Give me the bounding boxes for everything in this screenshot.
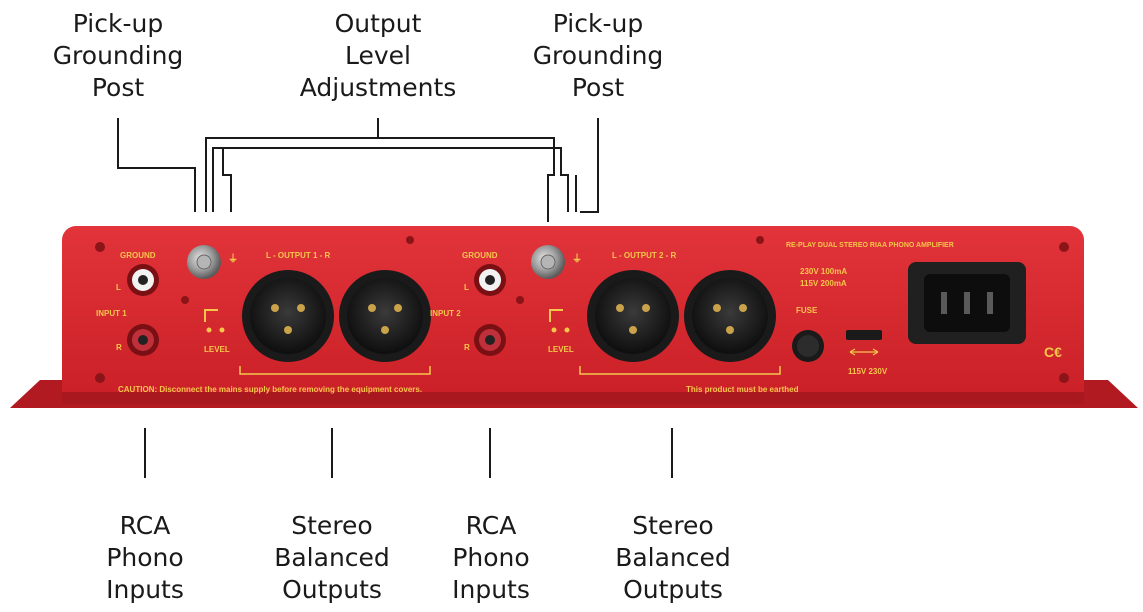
model-label: RE-PLAY DUAL STEREO RIAA PHONO AMPLIFIER (786, 242, 954, 249)
rca-jack-right-top[interactable] (474, 264, 506, 296)
callout-stereo-balanced-outputs-right: Stereo Balanced Outputs (615, 511, 731, 604)
xlr-output-1-right[interactable] (339, 270, 431, 362)
ground-label-right: GROUND (462, 251, 498, 260)
leader-output-level-inner (212, 147, 569, 212)
power-spec-2: 115V 200mA (800, 279, 847, 288)
callout-pickup-grounding-right: Pick-up Grounding Post (532, 9, 664, 102)
panel-screws (95, 236, 1069, 383)
caution-text: CAUTION: Disconnect the mains supply bef… (118, 385, 422, 394)
leader-lines (117, 118, 673, 478)
callout-pickup-grounding-left: Pick-up Grounding Post (52, 9, 184, 102)
fuse-label: FUSE (796, 306, 818, 315)
leader-pickup-right (580, 118, 599, 213)
xlr-output-2-right[interactable] (684, 270, 776, 362)
svg-text:L: L (464, 283, 469, 292)
ground-post-right[interactable] (531, 245, 565, 279)
power-spec-1: 230V 100mA (800, 267, 847, 276)
earthed-text: This product must be earthed (686, 385, 799, 394)
leader-output-level-bracket (205, 118, 555, 212)
input-label-right: INPUT 2 (430, 309, 461, 318)
leader-output-level-right (547, 150, 555, 222)
rca-jack-right-bottom[interactable] (474, 324, 506, 356)
svg-text:⏚: ⏚ (572, 253, 582, 265)
output-label-right: L - OUTPUT 2 - R (612, 251, 677, 260)
ground-label-left: GROUND (120, 251, 156, 260)
callout-output-level-adjustments: Output Level Adjustments (299, 9, 457, 102)
level-label-right: LEVEL (548, 345, 574, 354)
svg-text:L: L (116, 283, 121, 292)
panel-bottom-edge (62, 392, 1084, 404)
output-label-left: L - OUTPUT 1 - R (266, 251, 331, 260)
svg-text:R: R (464, 343, 470, 352)
leader-output-level-left-hook (222, 148, 232, 212)
callout-stereo-balanced-outputs-left: Stereo Balanced Outputs (274, 511, 390, 604)
voltage-select-label: 115V 230V (848, 367, 888, 376)
xlr-output-1-left[interactable] (242, 270, 334, 362)
voltage-selector-switch[interactable] (846, 330, 882, 356)
rca-jack-left-bottom[interactable] (127, 324, 159, 356)
callout-rca-phono-inputs-left: RCA Phono Inputs (106, 511, 184, 604)
xlr-output-2-left[interactable] (587, 270, 679, 362)
leader-pickup-left (117, 118, 196, 212)
ground-post-left[interactable] (187, 245, 221, 279)
level-trim-right[interactable] (549, 309, 570, 333)
svg-text:⏚: ⏚ (228, 253, 238, 265)
svg-text:R: R (116, 343, 122, 352)
fuse-holder[interactable] (792, 330, 824, 362)
panel-face (62, 226, 1084, 404)
input-label-left: INPUT 1 (96, 309, 127, 318)
ce-mark: C€ (1044, 344, 1062, 360)
rca-jack-left-top[interactable] (127, 264, 159, 296)
level-label-left: LEVEL (204, 345, 230, 354)
callout-rca-phono-inputs-right: RCA Phono Inputs (452, 511, 530, 604)
iec-power-inlet[interactable] (908, 262, 1026, 344)
level-trim-left[interactable] (204, 309, 225, 333)
